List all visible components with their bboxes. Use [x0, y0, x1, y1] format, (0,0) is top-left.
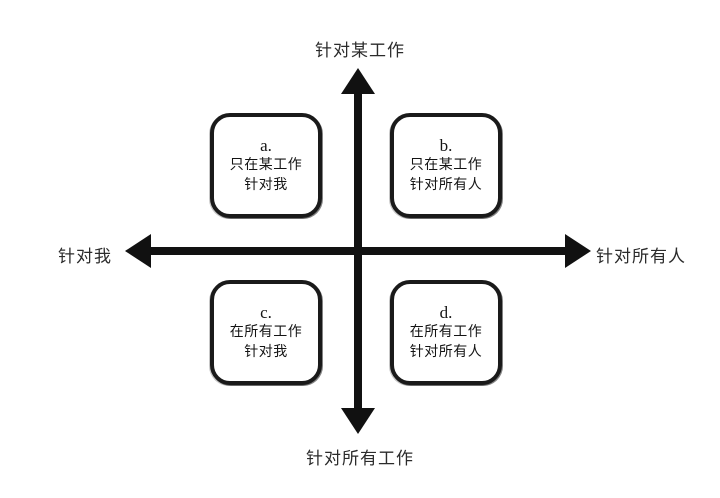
- quadrant-b-line1: 只在某工作: [409, 157, 483, 173]
- axis-label-bottom: 针对所有工作: [306, 449, 414, 468]
- quadrant-d-line1: 在所有工作: [409, 324, 483, 340]
- quadrant-c-line2: 针对我: [244, 345, 288, 361]
- arrow-down-icon: [341, 408, 375, 434]
- quadrant-box-b: b. 只在某工作 针对所有人: [390, 113, 502, 218]
- quadrant-a-line2: 针对我: [244, 178, 288, 194]
- arrow-right-icon: [565, 234, 591, 268]
- quadrant-b-line2: 针对所有人: [409, 178, 483, 194]
- quadrant-a-key: a.: [260, 135, 272, 155]
- axis-label-top: 针对某工作: [315, 41, 405, 60]
- quadrant-c-line1: 在所有工作: [229, 324, 303, 340]
- quadrant-d-key: d.: [439, 302, 453, 322]
- quadrant-box-a: a. 只在某工作 针对我: [210, 113, 322, 218]
- horizontal-axis-line: [140, 247, 576, 255]
- quadrant-d-line2: 针对所有人: [409, 345, 483, 361]
- axis-label-right: 针对所有人: [596, 247, 686, 266]
- quadrant-box-c: c. 在所有工作 针对我: [210, 280, 322, 385]
- quadrant-a-line1: 只在某工作: [229, 157, 303, 173]
- axis-label-left: 针对我: [58, 247, 112, 266]
- quadrant-box-d: d. 在所有工作 针对所有人: [390, 280, 502, 385]
- quadrant-b-key: b.: [439, 135, 453, 155]
- quadrant-c-key: c.: [260, 302, 272, 322]
- arrow-up-icon: [341, 68, 375, 94]
- arrow-left-icon: [125, 234, 151, 268]
